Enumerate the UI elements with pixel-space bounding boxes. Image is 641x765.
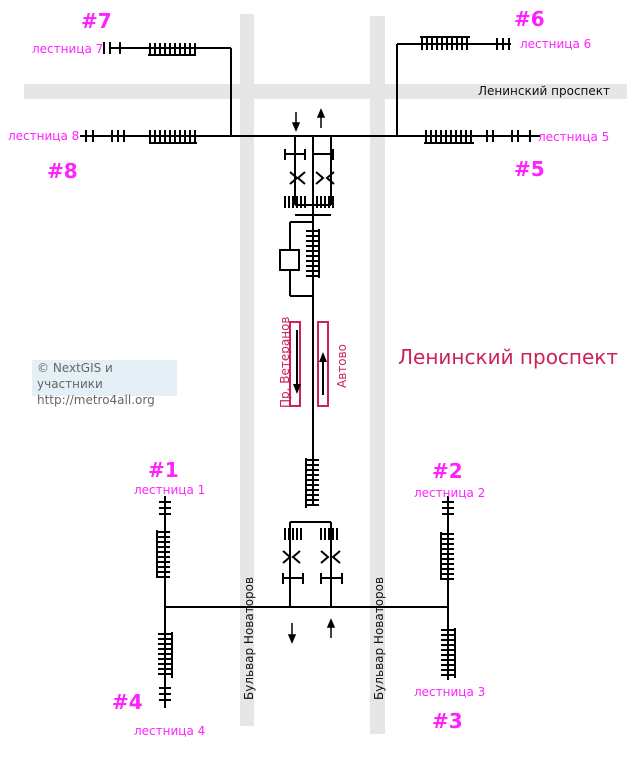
track-right-label: Автово — [335, 343, 349, 388]
track-left-label: Пр. Ветеранов — [278, 316, 292, 409]
exit-2-label: лестница 2 — [414, 486, 486, 500]
exit-6-label: лестница 6 — [520, 37, 592, 51]
escalator-6 — [420, 36, 470, 50]
escalator-2 — [440, 532, 454, 580]
platform — [289, 321, 329, 407]
escalator-lower — [305, 458, 319, 508]
structure-box — [279, 249, 300, 271]
exit-8-label: лестница 8 — [8, 129, 80, 143]
exit-5-number: #5 — [514, 157, 545, 181]
escalator-1 — [156, 530, 170, 578]
escalators — [148, 36, 474, 678]
road-right — [370, 16, 385, 734]
credit-box: © NextGIS и участники http://metro4all.o… — [32, 360, 177, 407]
exit-1-label: лестница 1 — [134, 483, 206, 497]
escalator-3 — [441, 628, 456, 678]
exit-2-number: #2 — [432, 459, 463, 483]
exit-4-number: #4 — [112, 690, 143, 714]
escalator-5 — [424, 130, 474, 144]
street-top-label: Ленинский проспект — [478, 84, 611, 98]
flow-arrows — [287, 108, 336, 644]
exit-8-number: #8 — [47, 159, 78, 183]
credit-line-1: © NextGIS и участники — [37, 361, 113, 391]
station-title: Ленинский проспект — [398, 345, 619, 369]
turnstiles — [85, 38, 531, 701]
credit-line-2: http://metro4all.org — [37, 393, 155, 407]
exit-6-number: #6 — [514, 7, 545, 31]
gates-lower — [284, 528, 338, 540]
exit-7-label: лестница 7 — [32, 42, 104, 56]
escalator-4 — [158, 632, 173, 678]
exit-3-number: #3 — [432, 709, 463, 733]
escalator-8 — [149, 130, 197, 144]
road-top — [24, 84, 627, 99]
escalator-7 — [148, 43, 196, 56]
street-right-label: Бульвар Новаторов — [372, 576, 386, 700]
escalator-upper — [306, 229, 320, 278]
exit-7-number: #7 — [81, 9, 112, 33]
gates-upper — [284, 196, 334, 208]
exit-5-label: лестница 5 — [538, 130, 610, 144]
street-left-label: Бульвар Новаторов — [242, 576, 256, 700]
exit-4-label: лестница 4 — [134, 724, 206, 738]
exit-1-number: #1 — [148, 458, 179, 482]
road-left — [240, 14, 254, 726]
exit-3-label: лестница 3 — [414, 685, 486, 699]
